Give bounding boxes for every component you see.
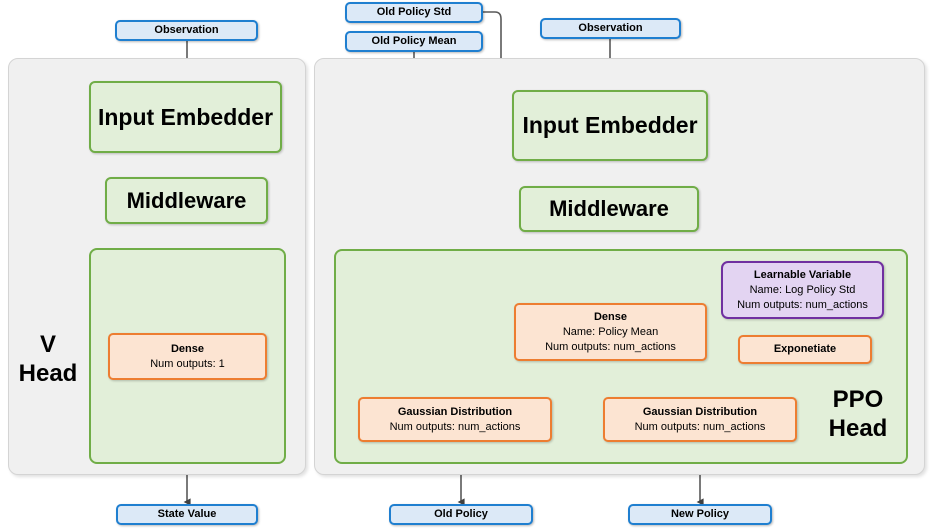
node-learnable-variable[interactable]: Learnable Variable Name: Log Policy Std … xyxy=(721,261,884,319)
node-gaussian-new-title: Gaussian Distribution xyxy=(642,405,758,418)
node-old-policy-std-label: Old Policy Std xyxy=(376,6,452,18)
node-learnable-variable-title: Learnable Variable xyxy=(753,268,852,281)
node-gaussian-new-outputs: Num outputs: num_actions xyxy=(634,420,766,433)
ppo-head-label-line1: PPO xyxy=(832,386,884,413)
node-observation-v-label: Observation xyxy=(154,24,219,36)
node-middleware-ppo[interactable]: Middleware xyxy=(519,186,699,232)
node-old-policy[interactable]: Old Policy xyxy=(389,504,533,525)
node-middleware-ppo-label: Middleware xyxy=(549,196,669,221)
node-middleware-v-label: Middleware xyxy=(126,187,247,213)
node-state-value[interactable]: State Value xyxy=(116,504,258,525)
node-dense-policy-mean-name: Name: Policy Mean xyxy=(562,325,659,338)
node-old-policy-label: Old Policy xyxy=(434,508,488,520)
node-dense-v-outputs: Num outputs: 1 xyxy=(150,357,225,370)
ppo-head-label-line2: Head xyxy=(828,415,888,442)
node-exponetiate-title: Exponetiate xyxy=(773,343,837,355)
node-new-policy[interactable]: New Policy xyxy=(628,504,772,525)
node-input-embedder-v-label: Input Embedder xyxy=(97,103,274,130)
node-old-policy-std[interactable]: Old Policy Std xyxy=(345,2,483,23)
node-learnable-variable-outputs: Num outputs: num_actions xyxy=(737,298,868,311)
node-dense-v[interactable]: Dense Num outputs: 1 xyxy=(108,333,267,380)
node-exponetiate[interactable]: Exponetiate xyxy=(738,335,872,364)
node-old-policy-mean-label: Old Policy Mean xyxy=(371,35,457,47)
node-input-embedder-ppo[interactable]: Input Embedder xyxy=(512,90,708,161)
node-observation-ppo-label: Observation xyxy=(578,22,643,34)
node-dense-policy-mean[interactable]: Dense Name: Policy Mean Num outputs: num… xyxy=(514,303,707,361)
node-state-value-label: State Value xyxy=(157,508,217,520)
node-observation-ppo[interactable]: Observation xyxy=(540,18,681,39)
v-head-label: V Head xyxy=(10,330,86,388)
v-head-label-line1: V xyxy=(39,331,56,358)
node-gaussian-old-outputs: Num outputs: num_actions xyxy=(389,420,521,433)
v-head-label-line2: Head xyxy=(18,360,78,387)
node-observation-v[interactable]: Observation xyxy=(115,20,258,41)
node-learnable-variable-name: Name: Log Policy Std xyxy=(749,283,856,296)
node-gaussian-old-title: Gaussian Distribution xyxy=(397,405,513,418)
node-new-policy-label: New Policy xyxy=(670,508,730,520)
node-input-embedder-v[interactable]: Input Embedder xyxy=(89,81,282,153)
node-dense-policy-mean-title: Dense xyxy=(593,310,628,323)
ppo-head-label: PPO Head xyxy=(818,385,898,443)
node-gaussian-distribution-new[interactable]: Gaussian Distribution Num outputs: num_a… xyxy=(603,397,797,442)
node-gaussian-distribution-old[interactable]: Gaussian Distribution Num outputs: num_a… xyxy=(358,397,552,442)
node-dense-policy-mean-outputs: Num outputs: num_actions xyxy=(545,340,676,353)
node-input-embedder-ppo-label: Input Embedder xyxy=(522,112,698,138)
node-dense-v-title: Dense xyxy=(170,342,205,355)
node-middleware-v[interactable]: Middleware xyxy=(105,177,268,224)
node-old-policy-mean[interactable]: Old Policy Mean xyxy=(345,31,483,52)
